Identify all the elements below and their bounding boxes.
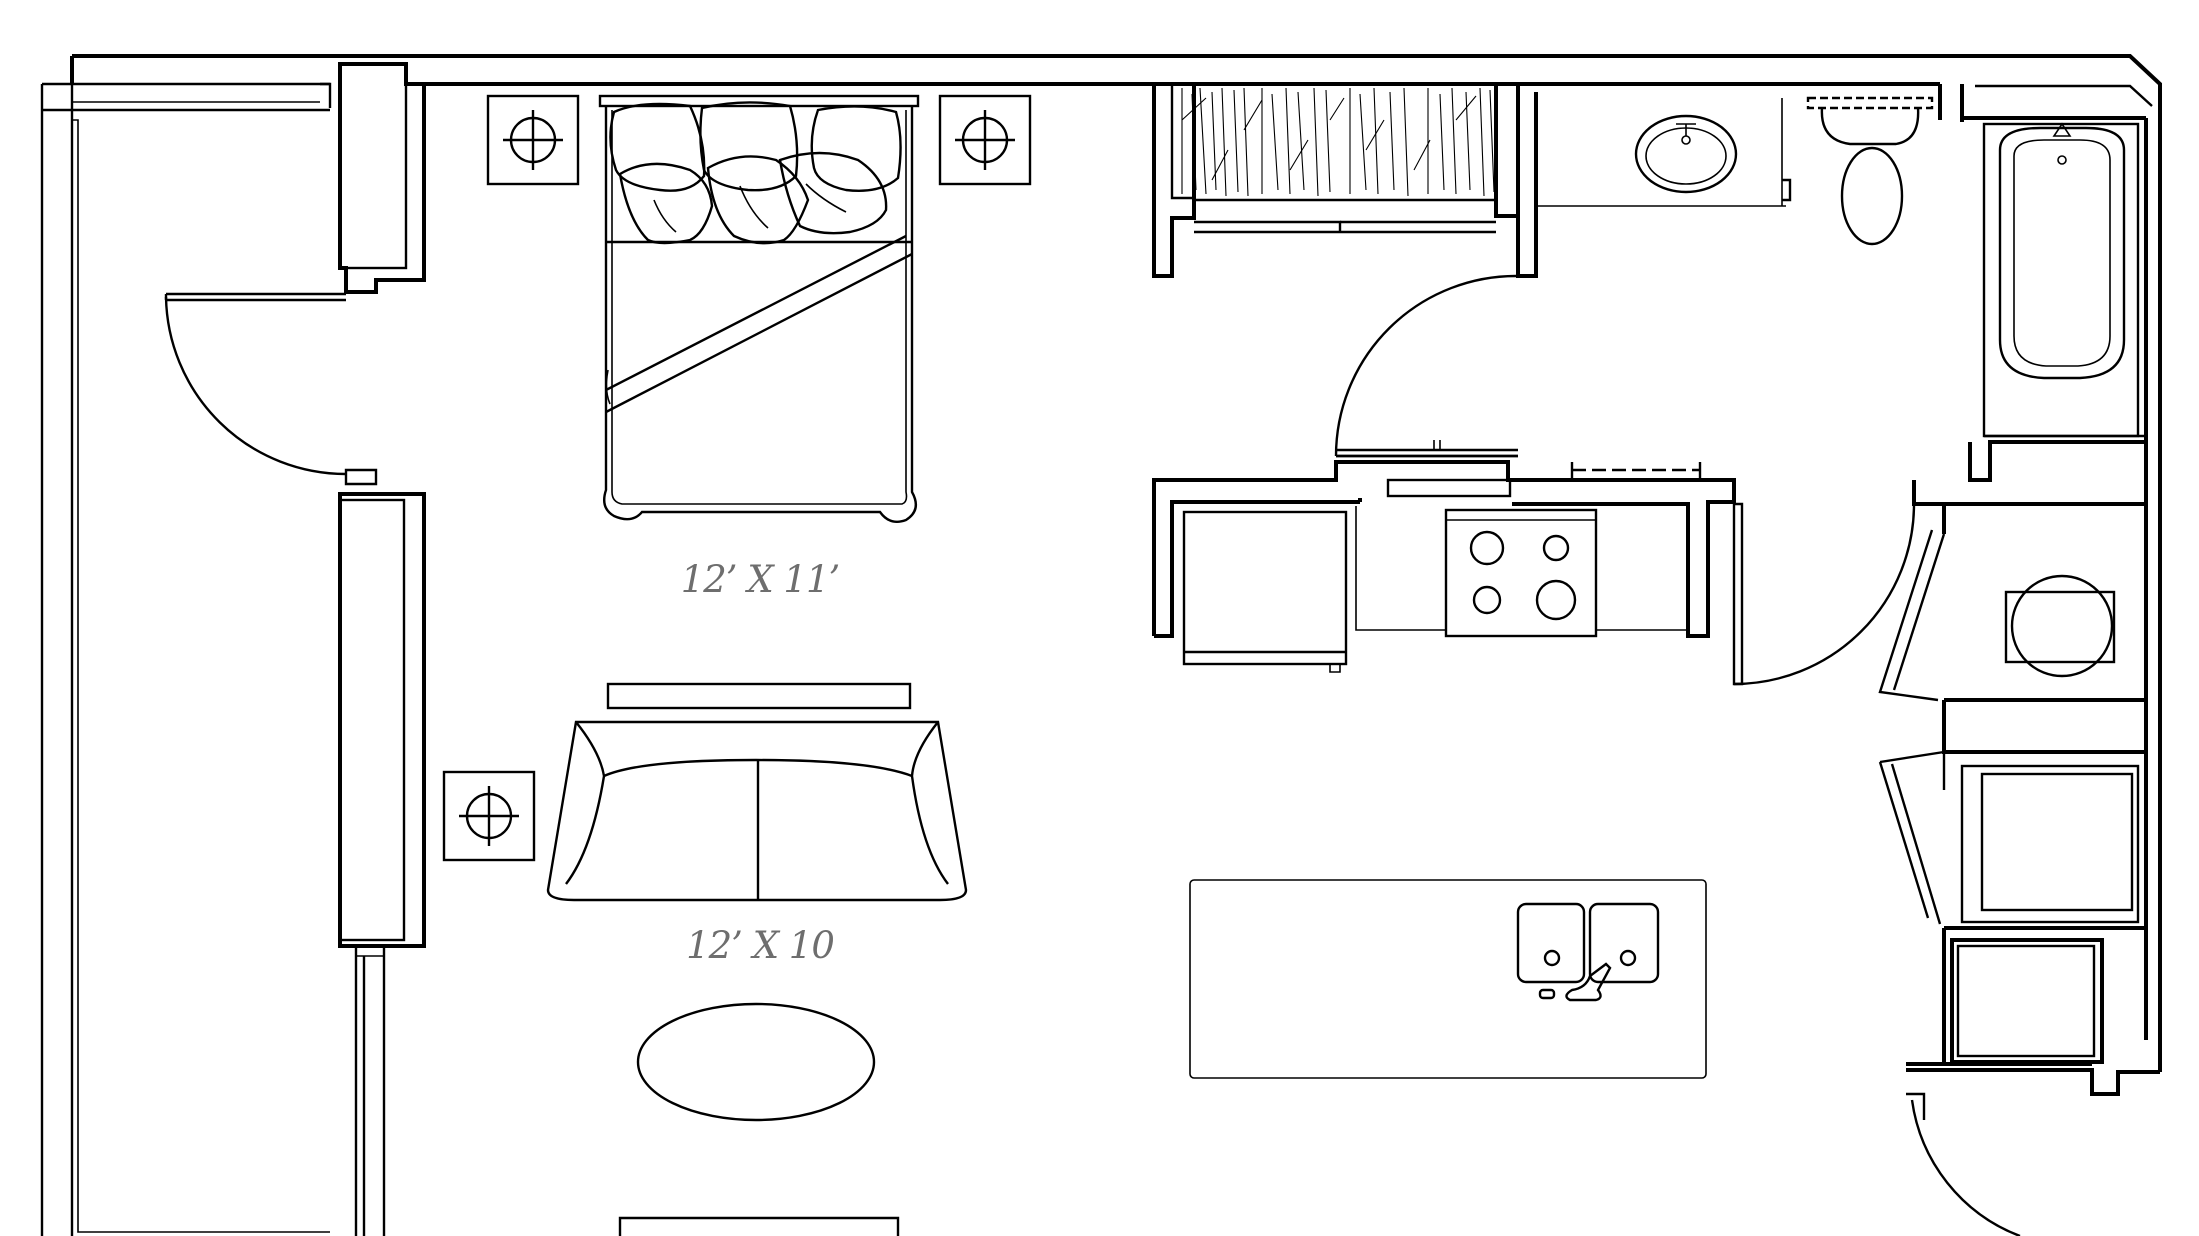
kitchen-island bbox=[1189, 879, 1707, 1079]
toilet bbox=[1806, 96, 1934, 246]
living-dimensions-label: 12’ X 10 bbox=[686, 924, 834, 967]
tv-console bbox=[606, 682, 912, 710]
coffee-table bbox=[636, 1002, 876, 1122]
bed bbox=[598, 94, 920, 523]
bedroom-wall-lower bbox=[338, 492, 426, 1236]
bath-door[interactable] bbox=[1334, 274, 1519, 458]
towel-bar bbox=[1782, 178, 1792, 202]
bedroom-wall-upper bbox=[338, 62, 426, 294]
sofa bbox=[546, 720, 968, 902]
bedroom-dimensions-label: 12’ X 11’ bbox=[681, 558, 840, 601]
nightstand-left bbox=[486, 94, 580, 186]
end-table bbox=[442, 770, 536, 862]
bathroom-wall bbox=[1536, 98, 1786, 207]
kitchen-back-counter bbox=[1152, 440, 1916, 686]
closet bbox=[1152, 84, 1538, 278]
media-unit-bottom bbox=[618, 1216, 900, 1236]
bathtub bbox=[1960, 84, 2146, 482]
exterior-walls bbox=[40, 54, 2162, 1236]
bathroom-sink bbox=[1634, 114, 1738, 194]
laundry-closet bbox=[1878, 480, 2160, 1236]
nightstand-right bbox=[938, 94, 1032, 186]
bedroom-door[interactable] bbox=[164, 292, 378, 486]
